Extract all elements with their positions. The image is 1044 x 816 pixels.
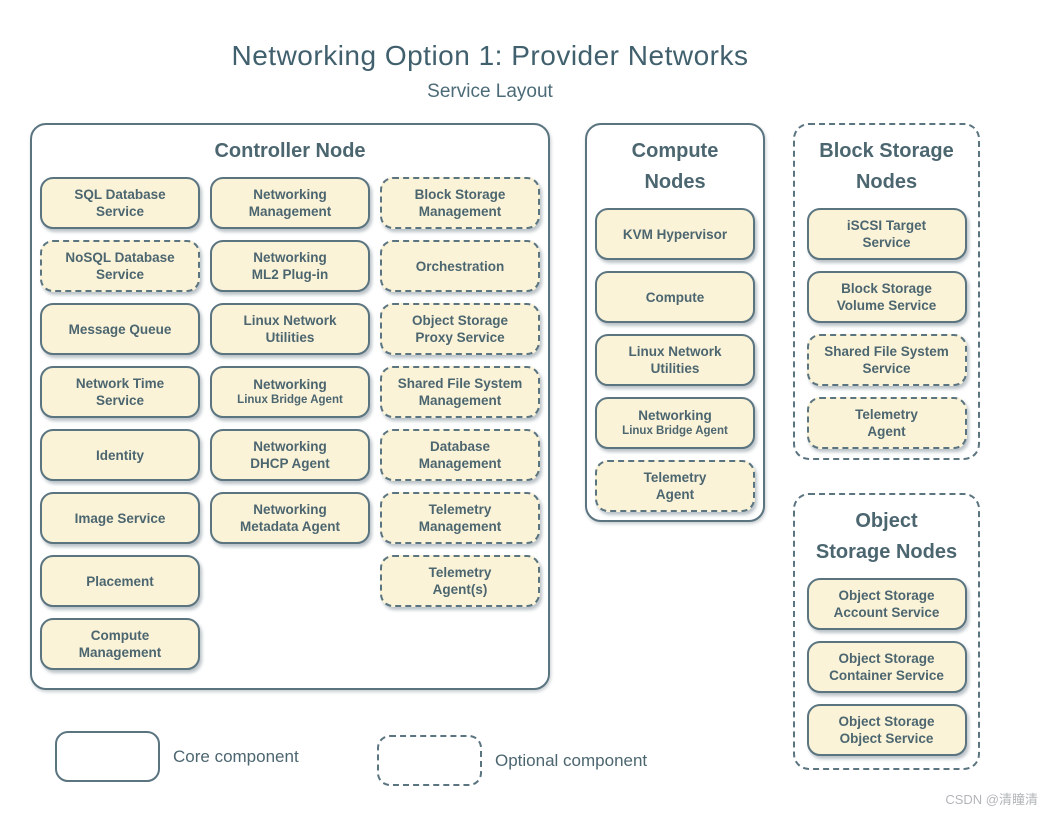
legend-optional-label: Optional component xyxy=(495,750,648,770)
page-subtitle: Service Layout xyxy=(427,81,553,102)
optional-component-swatch xyxy=(377,735,482,786)
component-box: Orchestration xyxy=(380,240,540,292)
legend-optional: Optional component xyxy=(377,735,647,786)
component-box: Compute xyxy=(595,271,755,323)
page-title: Networking Option 1: Provider Networks xyxy=(231,40,749,71)
node-title-controller: Controller Node xyxy=(214,140,366,162)
component-box: Placement xyxy=(40,555,200,607)
title-block: Networking Option 1: Provider Networks S… xyxy=(0,40,980,103)
legend-core-label: Core component xyxy=(173,746,299,766)
component-box: Message Queue xyxy=(40,303,200,355)
core-component-swatch xyxy=(55,731,160,782)
component-box: Identity xyxy=(40,429,200,481)
component-box: Image Service xyxy=(40,492,200,544)
watermark: CSDN @清瞳清 xyxy=(945,792,1038,807)
legend-core: Core component xyxy=(55,731,299,782)
component-box: KVM Hypervisor xyxy=(595,208,755,260)
